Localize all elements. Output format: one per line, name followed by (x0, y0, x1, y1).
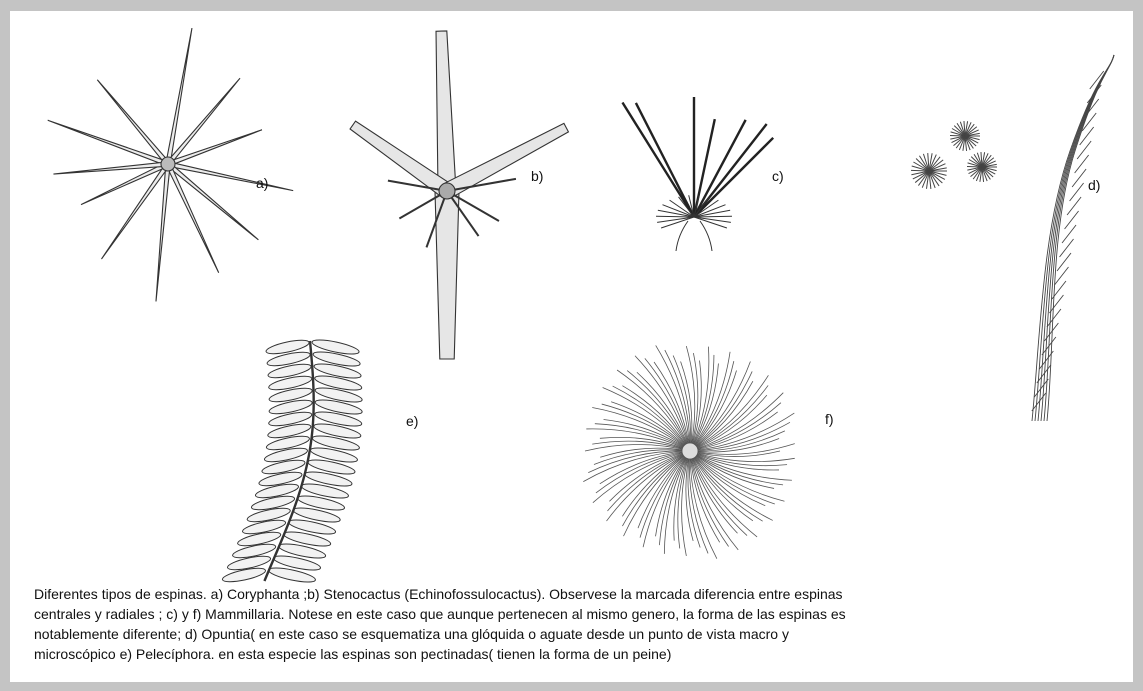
barb (1062, 225, 1076, 243)
glochid-barb-line (1041, 55, 1114, 421)
label-a: a) (256, 175, 268, 191)
label-b: b) (531, 168, 543, 184)
flat-spine (443, 123, 568, 198)
figure-caption: Diferentes tipos de espinas. a) Coryphan… (34, 584, 1124, 664)
radial-spine (657, 217, 694, 222)
spine-e-pelecyphora (221, 337, 363, 585)
caption-line-1: Diferentes tipos de espinas. a) Coryphan… (34, 584, 1124, 604)
spine-base (676, 221, 712, 251)
label-e: e) (406, 413, 418, 429)
flat-spine (436, 31, 456, 191)
needle-spine (156, 164, 170, 302)
areole (161, 157, 175, 171)
needle-spine (166, 163, 219, 273)
spine-d-opuntia-glochid (911, 55, 1114, 421)
glochid-barb-line (1035, 55, 1114, 421)
barb (1087, 85, 1101, 103)
barb (1077, 141, 1091, 159)
spine-a-coryphantha (48, 28, 293, 301)
label-d: d) (1088, 177, 1100, 193)
areole (439, 183, 455, 199)
barb (1072, 169, 1086, 187)
needle-spine (168, 162, 294, 191)
glochid-barb-line (1047, 55, 1114, 421)
central-spine (694, 120, 746, 217)
radial-spine (694, 217, 731, 222)
barb (1060, 239, 1074, 257)
central-spine (694, 138, 773, 217)
barb (1057, 253, 1071, 271)
caption-line-3: notablemente diferente; d) Opuntia( en e… (34, 624, 1124, 644)
flat-spine (350, 121, 452, 197)
caption-line-2: centrales y radiales ; c) y f) Mammillar… (34, 604, 1124, 624)
label-f: f) (825, 411, 834, 427)
figure-panel: a) b) c) d) e) f) Diferentes tipos de es… (10, 11, 1133, 682)
barb (1067, 197, 1081, 215)
barb (1075, 155, 1089, 173)
barb (1054, 267, 1068, 285)
central-spine (622, 103, 694, 217)
spine-illustrations (10, 11, 1133, 682)
areole (682, 443, 698, 459)
barb (1044, 323, 1058, 341)
barb (1047, 309, 1061, 327)
label-c: c) (772, 168, 784, 184)
glochid-barb-line (1032, 55, 1114, 421)
radial-spine (661, 217, 694, 228)
central-spine (636, 103, 694, 217)
radial-spine (694, 217, 727, 228)
spine-f-mammillaria (583, 345, 794, 558)
needle-spine (166, 28, 192, 164)
barb (1065, 211, 1079, 229)
spine-b-stenocactus (350, 31, 568, 359)
spine-c-mammillaria (622, 97, 773, 251)
caption-line-4: microscópico e) Pelecíphora. en esta esp… (34, 644, 1124, 664)
barb (1070, 183, 1084, 201)
